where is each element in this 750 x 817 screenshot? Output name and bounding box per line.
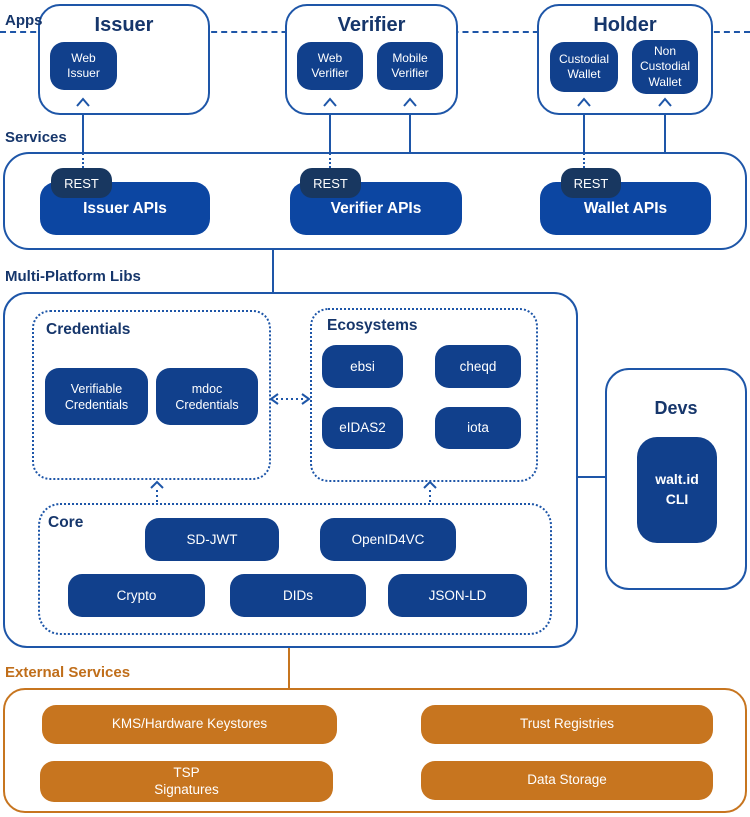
mobile-verifier-service-line: [409, 115, 411, 152]
wallet-apis-rest-tag: REST: [561, 168, 621, 198]
dids-pill: DIDs: [230, 574, 366, 617]
json-ld-pill: JSON-LD: [388, 574, 527, 617]
crypto-pill: Crypto: [68, 574, 205, 617]
verifiable-credentials-pill: Verifiable Credentials: [45, 368, 148, 425]
non-custodial-wallet-pill: Non Custodial Wallet: [632, 40, 698, 94]
openid4vc-pill: OpenID4VC: [320, 518, 456, 561]
custodial-service-line-dotted: [583, 153, 585, 168]
cheqd-pill: cheqd: [435, 345, 521, 388]
mdoc-credentials-pill: mdoc Credentials: [156, 368, 258, 425]
credentials-title: Credentials: [46, 321, 131, 338]
devs-title: Devs: [654, 398, 698, 418]
libs-external-connector: [288, 648, 290, 688]
issuer-apis-rest-tag: REST: [51, 168, 112, 198]
iota-pill: iota: [435, 407, 521, 449]
holder-title: Holder: [593, 14, 657, 36]
issuer-service-line-dotted: [82, 153, 84, 168]
apps-section-label: Apps: [5, 12, 43, 29]
mobile-verifier-pill: Mobile Verifier: [377, 42, 443, 90]
web-verifier-pill: Web Verifier: [297, 42, 363, 90]
issuer-title: Issuer: [94, 14, 154, 36]
web-issuer-pill: Web Issuer: [50, 42, 117, 90]
arrow-up-icon: [403, 97, 417, 107]
non-custodial-service-line: [664, 115, 666, 152]
arrow-up-icon: [577, 97, 591, 107]
sd-jwt-pill: SD-JWT: [145, 518, 279, 561]
services-section-label: Services: [5, 129, 67, 146]
tsp-signatures-pill: TSP Signatures: [40, 761, 333, 802]
external-section-label: External Services: [5, 664, 131, 681]
arrow-up-icon: [658, 97, 672, 107]
core-title: Core: [48, 514, 84, 531]
web-verifier-service-line: [329, 115, 331, 152]
eidas2-pill: eIDAS2: [322, 407, 403, 449]
trust-registries-pill: Trust Registries: [421, 705, 713, 744]
verifier-apis-rest-tag: REST: [300, 168, 361, 198]
arrow-up-icon: [323, 97, 337, 107]
custodial-wallet-pill: Custodial Wallet: [550, 42, 618, 92]
ebsi-pill: ebsi: [322, 345, 403, 388]
verifier-title: Verifier: [337, 14, 406, 36]
double-arrow-icon: [269, 393, 311, 405]
dotted-arrow-up-icon: [423, 480, 437, 504]
services-libs-connector: [272, 250, 274, 292]
libs-section-label: Multi-Platform Libs: [5, 268, 141, 285]
kms-keystores-pill: KMS/Hardware Keystores: [42, 705, 337, 744]
waltid-cli-pill: walt.id CLI: [637, 437, 717, 543]
data-storage-pill: Data Storage: [421, 761, 713, 800]
ecosystems-box: [310, 308, 538, 482]
ecosystems-title: Ecosystems: [327, 317, 418, 334]
web-verifier-service-line-dotted: [329, 153, 331, 168]
arrow-up-icon: [76, 97, 90, 107]
dotted-arrow-up-icon: [150, 480, 164, 504]
issuer-service-line: [82, 115, 84, 152]
custodial-service-line: [583, 115, 585, 152]
libs-devs-connector: [578, 476, 605, 478]
